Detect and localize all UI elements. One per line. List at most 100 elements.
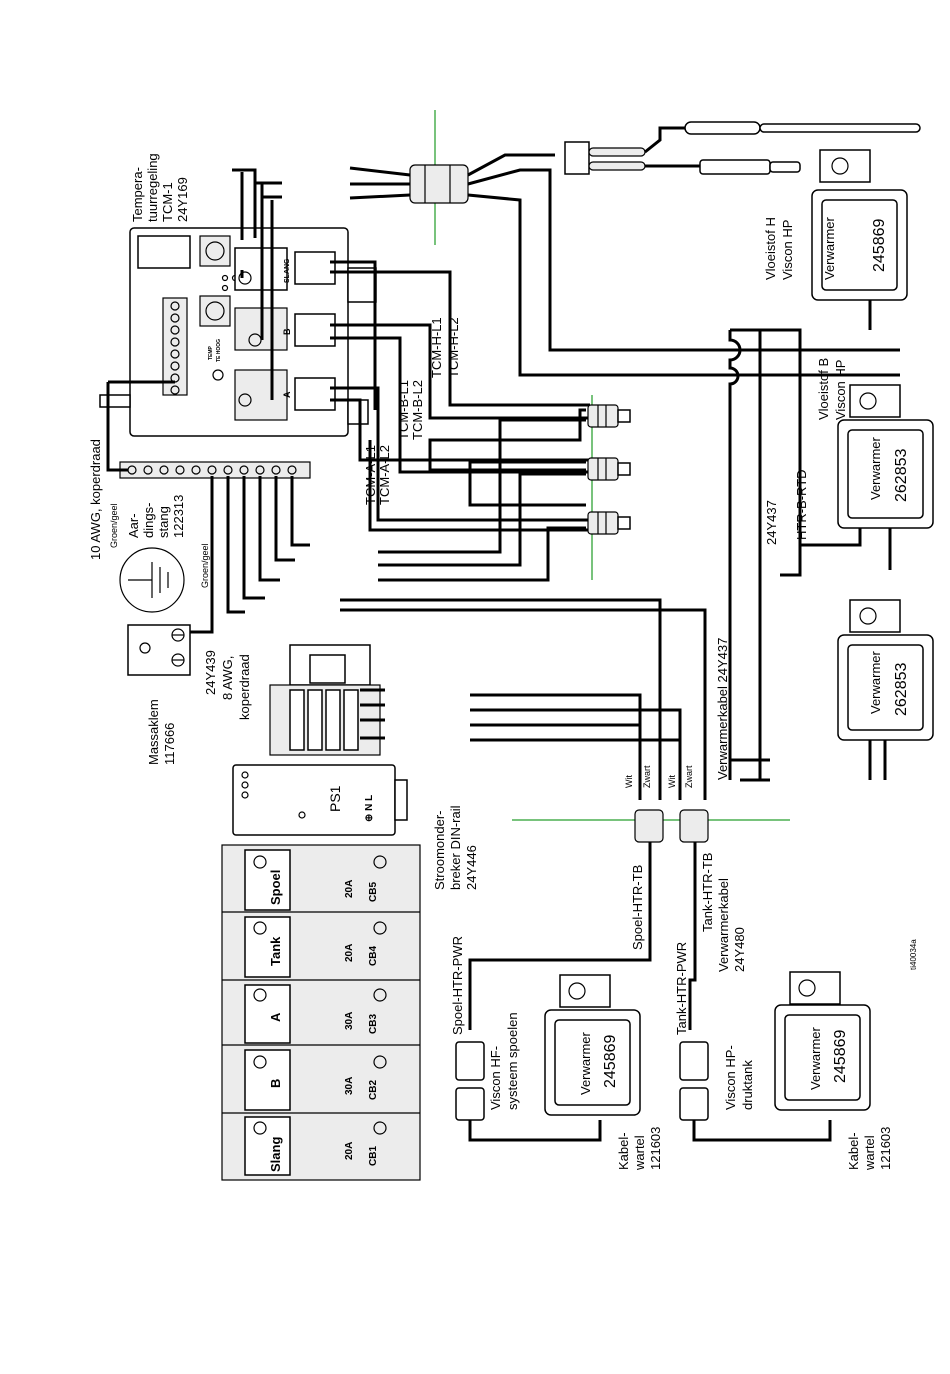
viscon-hf-label-2: systeem spoelen [505,1012,520,1110]
svg-text:wartel: wartel [862,1135,877,1171]
breaker-cb5-name: Spoel [268,870,283,905]
svg-text:Verwarmer: Verwarmer [868,650,883,714]
svg-text:tuurregeling: tuurregeling [145,153,160,222]
svg-text:Kabel-: Kabel- [846,1132,861,1170]
temp-label: TEMP [208,345,214,360]
ground-bar [106,380,311,634]
mid-connectors [587,404,631,535]
terminal-block [269,644,385,756]
connector-bundle-wires [378,408,586,582]
heater-viscon-hp-tank: Verwarmer 245869 [774,971,871,1111]
svg-text:TCM-1: TCM-1 [160,182,175,222]
heater-fluid-h: Verwarmer 245869 [811,149,908,330]
kabelwartel-right: Kabel- wartel 121603 [846,1127,893,1171]
breaker-cb3-amp: 30A [344,1012,355,1030]
breaker-cb3: A 30A CB3 [253,988,387,1034]
svg-text:245869: 245869 [832,1030,849,1083]
svg-text:262853: 262853 [893,663,910,716]
breaker-cb2: B 30A CB2 [253,1055,387,1100]
breaker-cb1-id: CB1 [368,1146,379,1166]
groen-geel-label-1: Groen/geel [109,503,119,548]
heater-cable-24y480-label-1: Verwarmerkabel [716,878,731,972]
svg-text:121603: 121603 [878,1127,893,1170]
breaker-cb4-amp: 20A [344,944,355,962]
svg-text:24Y446: 24Y446 [464,845,479,890]
spoel-htr-pwr-label: Spoel-HTR-PWR [450,936,465,1035]
breaker-cb5-amp: 20A [344,880,355,898]
port-label-slang: SLANG [284,258,291,283]
fluid-b-label-2: Viscon HP [833,360,848,420]
ground-rod-label: Aar- dings- stang 122313 [126,495,186,538]
breaker-cb4: Tank 20A CB4 [253,921,387,966]
tcm-h-l1-label: TCM-H-L1 [429,317,444,378]
heater-third: Verwarmer 262853 [837,599,934,780]
tcm-terminal-strip [170,301,180,395]
te-hoog-label: TE HOOG [216,339,222,362]
breaker-cb1: Slang 20A CB1 [253,1121,387,1172]
fluid-h-label-2: Viscon HP [780,220,795,280]
ground-symbol-icon [119,547,185,613]
viscon-hf-label-1: Viscon HF- [488,1046,503,1110]
breaker-cb4-id: CB4 [368,946,379,966]
svg-text:245869: 245869 [602,1035,619,1088]
svg-text:wartel: wartel [632,1135,647,1171]
heater-h-verwarmer: Verwarmer [822,216,837,280]
zwart-label-2: Zwart [684,765,694,788]
breaker-cb2-amp: 30A [344,1077,355,1095]
tcm-b-l1-label: TCM-B-L1 [396,380,411,440]
ps1-label: PS1 [327,785,343,812]
breaker-cb5: Spoel 20A CB5 [253,855,387,905]
viscon-hp-tank-label-2: druktank [740,1060,755,1110]
heater-fluid-b: Verwarmer 262853 [837,384,934,570]
breaker-cb2-name: B [268,1079,283,1088]
wit-label-1: Wit [624,775,634,788]
document-id: ti40034a [909,939,918,970]
tank-htr-tb-label: Tank-HTR-TB [700,853,715,932]
svg-text:262853: 262853 [893,449,910,502]
svg-text:Verwarmer: Verwarmer [808,1026,823,1090]
tcm-controller: SLANG B A TEMP TE HOOG [99,227,377,437]
groen-geel-label-2: Groen/geel [200,543,210,588]
heater-h-number: 245869 [871,219,888,272]
heater-viscon-hf: Verwarmer 245869 [544,974,641,1116]
svg-text:breker DIN-rail: breker DIN-rail [448,805,463,890]
tcm-upper-wires [232,168,282,400]
ps1-terminals: ⊕ N L [364,795,375,822]
tcm-h-l2-label: TCM-H-L2 [446,317,461,378]
breaker-cb1-name: Slang [268,1137,283,1172]
svg-text:Verwarmer: Verwarmer [578,1031,593,1095]
wire-8awg-label-1: 24Y439 [203,650,218,695]
bulkhead-top [349,153,900,377]
port-label-b: B [282,328,292,335]
wit-label-2: Wit [667,775,677,788]
heater-cable-label: Verwarmerkabel 24Y437 [715,638,730,780]
breaker-label: Stroomonder- breker DIN-rail 24Y446 [432,805,479,890]
tank-htr-pwr-label: Tank-HTR-PWR [674,942,689,1035]
spoel-htr-tb-label: Spoel-HTR-TB [630,865,645,950]
breaker-cb3-id: CB3 [368,1014,379,1034]
breaker-cb1-amp: 20A [344,1142,355,1160]
kabelwartel-left: Kabel- wartel 121603 [616,1127,663,1171]
circuit-breakers: Spoel 20A CB5 Tank 20A CB4 A 30A CB3 B 3… [221,844,421,1181]
breaker-cb4-name: Tank [268,936,283,966]
port-wires [330,260,590,532]
massaklem-icon [127,624,191,676]
ps1-module: PS1 ⊕ N L [232,764,408,836]
svg-text:dings-: dings- [141,503,156,538]
heater-cable-24y480-label-2: 24Y480 [732,927,747,972]
ground-wire-label: 10 AWG, koperdraad [88,439,103,560]
breaker-cb3-name: A [268,1012,283,1022]
tcm-wire-labels: TCM-A-L1 TCM-A-L2 TCM-B-L1 TCM-B-L2 TCM-… [363,317,461,505]
svg-text:122313: 122313 [171,495,186,538]
wire-8awg-label-2: 8 AWG, [220,656,235,700]
zwart-label-1: Zwart [642,765,652,788]
htr-b-rtd-label: HTR-B-RTD [794,469,809,540]
svg-text:Aar-: Aar- [126,513,141,538]
breaker-cb5-id: CB5 [368,882,379,902]
power-wires [340,598,770,800]
fluid-h-label-1: Vloeistof H [763,217,778,280]
fluid-b-label-1: Vloeistof B [816,358,831,420]
tcm-b-l2-label: TCM-B-L2 [410,380,425,440]
svg-text:121603: 121603 [648,1127,663,1170]
